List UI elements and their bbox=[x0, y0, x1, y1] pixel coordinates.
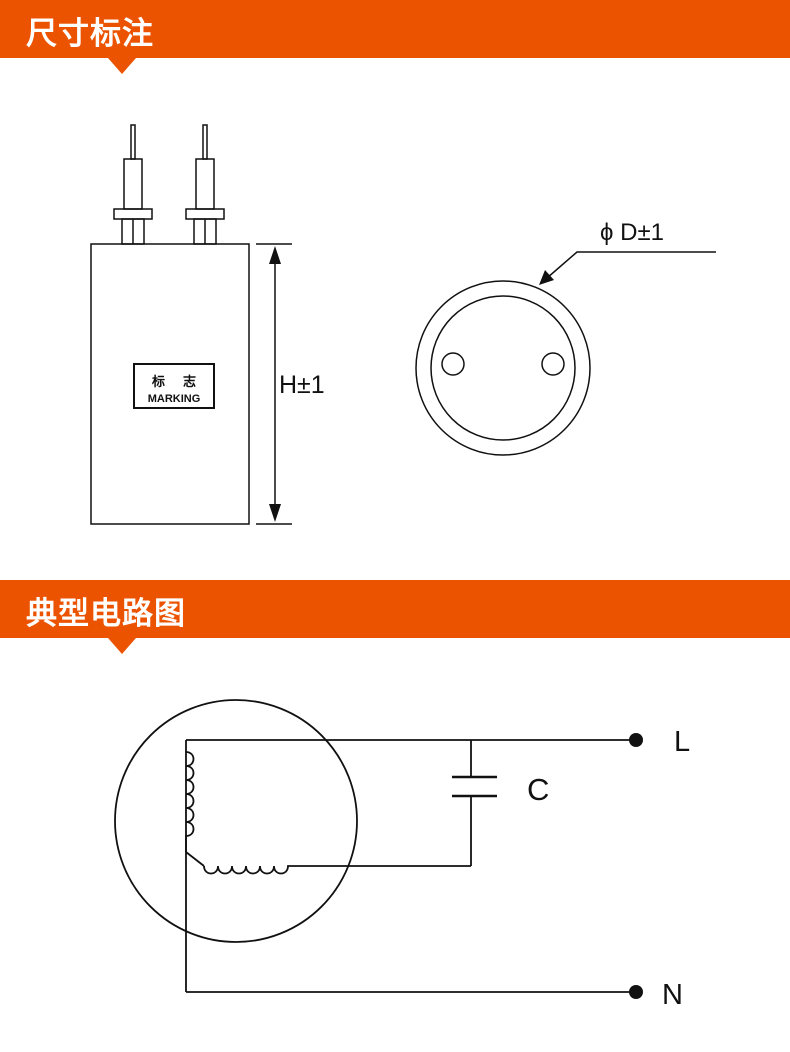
motor-circle bbox=[114, 699, 358, 943]
top-view-inner-circle bbox=[430, 295, 576, 441]
diameter-arrow bbox=[539, 270, 554, 285]
banner-pointer bbox=[108, 58, 136, 74]
circuit-section-title: 典型电路图 bbox=[26, 596, 186, 632]
aux-winding-coil bbox=[203, 865, 471, 875]
terminal-n-dot bbox=[629, 985, 643, 999]
dimension-section-banner: 尺寸标注 bbox=[0, 0, 790, 58]
terminal-l-dot bbox=[629, 733, 643, 747]
circuit-diagram: L N C bbox=[114, 699, 690, 1011]
diameter-leader-line bbox=[546, 251, 716, 279]
diameter-dimension-label: ϕ D±1 bbox=[600, 219, 664, 246]
dimension-section-title: 尺寸标注 bbox=[26, 16, 154, 52]
capacitor-label: C bbox=[527, 772, 549, 807]
top-view-left-hole bbox=[441, 352, 465, 376]
right-terminal bbox=[185, 124, 225, 245]
terminal-l-label: L bbox=[674, 726, 690, 758]
capacitor-body bbox=[90, 243, 250, 525]
top-view-right-hole bbox=[541, 352, 565, 376]
main-winding-coil bbox=[185, 751, 195, 852]
left-terminal bbox=[113, 124, 153, 245]
terminal-n-label: N bbox=[662, 979, 683, 1011]
dimension-diagram: 标 志 MARKING H±1 ϕ D±1 bbox=[90, 124, 716, 525]
aux-winding-lead bbox=[185, 851, 205, 867]
marking-box bbox=[133, 363, 215, 409]
marking-label-cn: 标 志 bbox=[151, 374, 196, 390]
marking-label-en: MARKING bbox=[148, 393, 201, 405]
height-dimension-label: H±1 bbox=[279, 371, 325, 399]
banner-pointer bbox=[108, 638, 136, 654]
height-arrow-down bbox=[269, 504, 281, 522]
top-view-outer-circle bbox=[415, 280, 591, 456]
height-arrow-up bbox=[269, 246, 281, 264]
circuit-section-banner: 典型电路图 bbox=[0, 580, 790, 638]
